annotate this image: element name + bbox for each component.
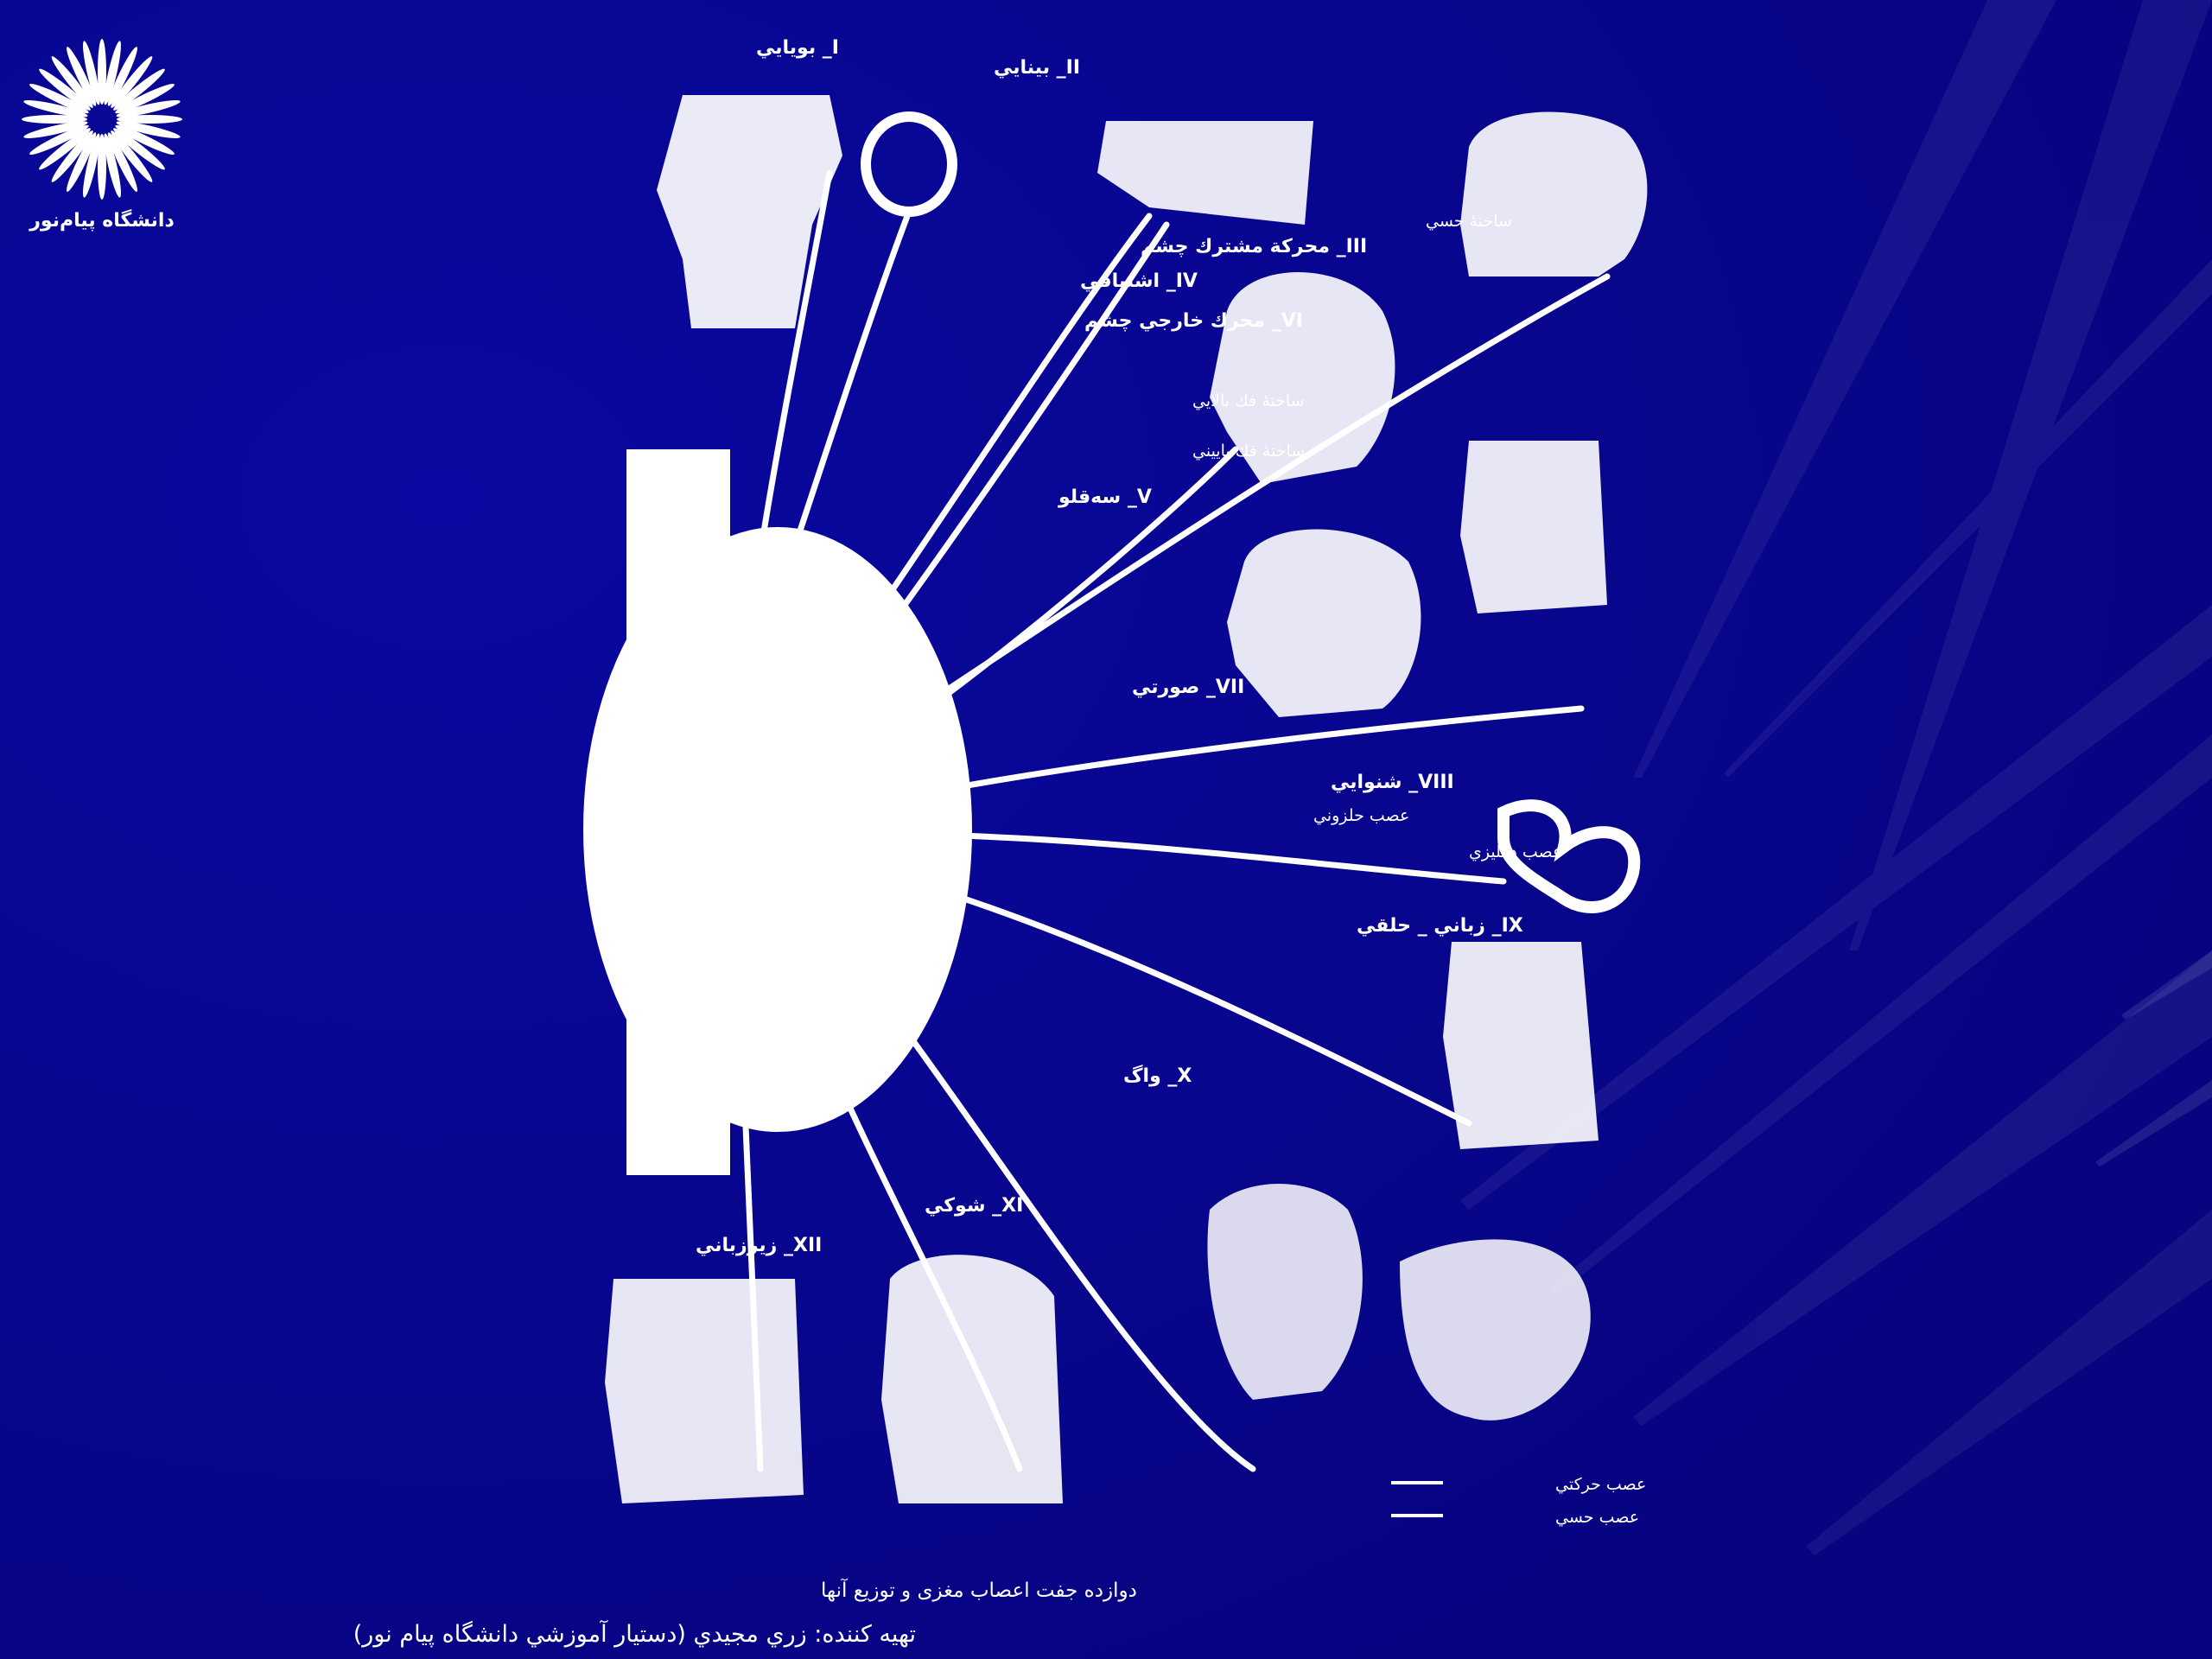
throat-section-illustration (1443, 942, 1599, 1149)
university-logo: دانشگاه پیام‌نور (16, 33, 188, 257)
label-hypoglossal: XII_ زيرزباني (696, 1235, 822, 1256)
spinal-cord (644, 1080, 713, 1175)
logo-ray (111, 56, 153, 108)
ear-section-illustration (1460, 441, 1607, 613)
author-text: تهيه كننده: زري مجيدي (دستيار آموزشي دان… (353, 1621, 916, 1648)
eye-illustration (861, 111, 957, 217)
logo-ray (107, 132, 137, 192)
figure-caption: دوازده جفت اعصاب مغزی و توزیع آنها (821, 1580, 1137, 1602)
skull-illustration (1460, 111, 1648, 276)
logo-ray (67, 132, 97, 192)
label-accessory: XI_ شوكي (925, 1195, 1023, 1217)
head-profile-facial (1227, 529, 1421, 717)
label-oculomotor: III_ محركة مشترك چشم (1141, 236, 1367, 257)
logo-ray (115, 84, 175, 114)
university-sunburst-logo (22, 39, 182, 200)
logo-ray (98, 134, 106, 200)
logo-ray (116, 121, 181, 138)
logo-ray (111, 130, 153, 182)
label-optic: II_ بينايي (994, 57, 1080, 79)
logo-ray (29, 84, 89, 114)
legend-sensory: عصب حسي (1555, 1508, 1639, 1527)
university-name: دانشگاه پیام‌نور (29, 210, 175, 232)
logo-ray (23, 121, 88, 138)
logo-ray (39, 128, 91, 170)
logo-ray (83, 41, 100, 105)
logo-ray (115, 124, 175, 155)
lungs-heart-illustration (1207, 1184, 1363, 1400)
label-vestibulocochlear: VIII_ شنوايي (1331, 772, 1454, 793)
label-trigeminal: V_ سه‌قلو (1058, 486, 1152, 508)
label-olfactory: I_ بويايي (756, 37, 839, 59)
label-trigeminal-maxillary: ساختهٔ فك بالايي (1192, 391, 1305, 410)
legend: عصب حركتي عصب حسي (1391, 1475, 1646, 1527)
logo-ray (22, 115, 87, 124)
head-profile-hypoglossal (605, 1279, 804, 1503)
logo-ray (116, 100, 181, 118)
label-facial: VII_ صورتي (1132, 677, 1244, 698)
nasal-cavity-illustration (657, 95, 842, 328)
logo-ray (113, 68, 165, 111)
legend-motor: عصب حركتي (1555, 1475, 1646, 1494)
label-glossopharyngeal: IX_ زباني _ حلقي (1357, 915, 1523, 937)
logo-ray (23, 100, 88, 118)
logo-ray (39, 68, 91, 111)
label-trigeminal-ophthalmic: ساختهٔ حسي (1426, 212, 1512, 231)
label-cochlear-nerve: عصب حلزوني (1313, 806, 1409, 825)
logo-ray (117, 115, 182, 124)
logo-ray (67, 47, 97, 106)
brain-stem-column (626, 449, 730, 1175)
stomach-illustration (1400, 1239, 1591, 1421)
inner-ear-illustration (1497, 799, 1641, 913)
logo-ray (107, 47, 137, 106)
nerve-fibres (714, 169, 1611, 1472)
logo-ray (83, 133, 100, 198)
label-vagus: X_ واگ (1123, 1065, 1192, 1087)
label-abducens: VI_ محرك خارجي چشم (1084, 310, 1303, 332)
head-profile-accessory (881, 1255, 1063, 1503)
logo-ray (98, 39, 106, 105)
logo-ray (51, 130, 93, 182)
label-vestibular-nerve: عصب دهليزي (1469, 842, 1562, 861)
logo-ray (104, 133, 121, 198)
logo-ray (104, 41, 121, 105)
logo-ray (51, 56, 93, 108)
label-trochlear: IV_ اشتياقي (1080, 270, 1198, 292)
label-trigeminal-mandibular: ساختهٔ فك پاييني (1192, 442, 1305, 461)
logo-ray (113, 128, 165, 170)
orbit-illustration (1097, 121, 1313, 225)
logo-ray (29, 124, 89, 155)
